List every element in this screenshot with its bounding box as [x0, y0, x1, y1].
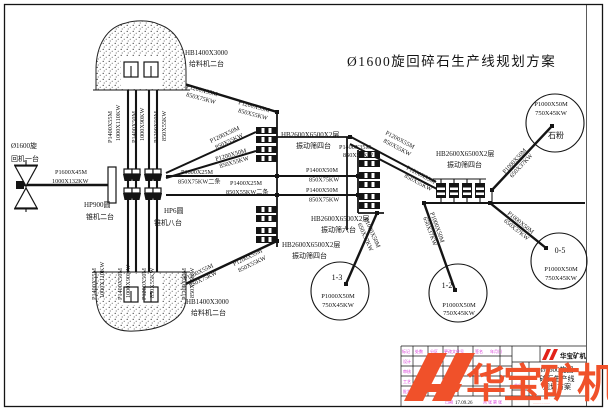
label-main-conveyor: P1600X45M — [55, 169, 87, 176]
product-circle-1-3: 1-3 P1000X50M 750X45KW — [310, 261, 370, 321]
svg-text:850X75KW二条: 850X75KW二条 — [178, 178, 221, 186]
svg-text:锥机八台: 锥机八台 — [154, 218, 182, 227]
tb-field: 分区 — [430, 348, 438, 354]
tb-field: 单位 — [514, 382, 522, 388]
product-grade: 石粉 — [548, 130, 564, 140]
svg-text:P1400X55M: P1400X55M — [91, 268, 98, 300]
product-conveyor-spec: 750X45KW — [322, 302, 355, 309]
svg-text:1000X110KW: 1000X110KW — [99, 262, 106, 298]
product-grade: 1-3 — [332, 273, 343, 282]
tb-field: 年月日 — [490, 348, 502, 354]
label-bus2: P1400X25M — [230, 180, 262, 187]
drawing-title: Ø1600旋回碎石生产线规划方案 — [347, 53, 556, 69]
screen-bank-a — [256, 127, 277, 162]
tb-fineprint: ················ — [533, 397, 550, 401]
svg-text:振动筛四台: 振动筛四台 — [292, 251, 327, 260]
product-circle-1-2: 1-2 P1000X50M 750X45KW — [428, 263, 488, 323]
label-feeder-top: HB1400X3000 — [185, 49, 228, 57]
label-screen-a: HB2600X6500X2层 — [281, 131, 339, 139]
tb-field: 日期 — [445, 399, 453, 405]
svg-text:1000X90KW: 1000X90KW — [139, 108, 146, 141]
screen-bank-d — [436, 183, 485, 198]
label-hp6: HP6圆 — [164, 207, 183, 215]
watermark: 华宝矿机 — [404, 353, 608, 406]
svg-text:振动筛四台: 振动筛四台 — [447, 160, 482, 169]
svg-text:P1400X55M: P1400X55M — [107, 111, 114, 143]
label-to-screen-c-1: P1400X50M — [306, 167, 338, 174]
svg-text:1000X132KW: 1000X132KW — [52, 178, 89, 185]
cone-crusher-bank — [107, 166, 163, 204]
product-circle-shifen: P1000X50M 750X45KW 石粉 — [525, 93, 585, 153]
svg-text:碎石生产线: 碎石生产线 — [540, 374, 575, 383]
tb-field: 批准 — [403, 388, 411, 394]
tb-field: 标记 — [402, 348, 410, 354]
tb-fineprint: ················ — [533, 402, 550, 406]
label-screen-c: HB2600X6500X2层 — [311, 215, 369, 223]
label-screen-d: HB2600X6500X2层 — [436, 150, 494, 158]
gyratory-crusher-symbol — [13, 160, 39, 212]
tb-field: 设计 — [403, 358, 411, 364]
svg-text:P1200X50M: P1200X50M — [181, 268, 188, 300]
svg-text:850X55KW: 850X55KW — [189, 268, 196, 298]
svg-text:振动筛四台: 振动筛四台 — [296, 141, 331, 150]
watermark-logo-icon — [404, 353, 475, 401]
screen-bank-c — [359, 151, 380, 209]
product-conveyor-spec: 750X45KW — [545, 275, 578, 282]
svg-text:850X55KW: 850X55KW — [161, 111, 168, 141]
product-conveyor-spec: P1000X50M — [534, 101, 568, 108]
svg-text:P1400X50M: P1400X50M — [117, 268, 124, 300]
product-grade: 1-2 — [442, 281, 453, 290]
svg-text:850X75KW: 850X75KW — [309, 197, 339, 204]
tb-field: 共 张 第 张 — [483, 399, 502, 405]
svg-text:850X55KW二条: 850X55KW二条 — [226, 188, 269, 196]
svg-text:850X75KW: 850X75KW — [309, 177, 339, 184]
vertical-conveyor-labels: P1400X55M 1000X110KW P1400X50M 1000X90KW… — [91, 105, 196, 300]
screen-bank-b — [256, 206, 277, 243]
watermark-text: 华宝矿机 — [466, 362, 608, 406]
tb-company: 华宝矿机 — [560, 351, 587, 360]
product-conveyor-spec: P1000X50M — [544, 266, 578, 273]
product-conveyor-spec: 750X45KW — [443, 310, 476, 317]
tb-drawing-name: Ø1600旋回 — [540, 365, 573, 374]
tb-field: 签名 — [475, 348, 483, 354]
tb-date: 17.09.26 — [455, 401, 473, 406]
conveyor-labels: P1600X45M 1000X132KW P1600X25M 850X75KW二… — [52, 144, 373, 204]
svg-text:给料机二台: 给料机二台 — [191, 308, 226, 317]
label-to-screen-c-2: P1400X50M — [306, 187, 338, 194]
svg-text:850X55KW: 850X55KW — [343, 152, 373, 159]
frame — [3, 3, 604, 408]
svg-text:1000X110KW: 1000X110KW — [115, 105, 122, 141]
product-conveyor-spec: 750X45KW — [535, 110, 568, 117]
svg-text:规划方案: 规划方案 — [543, 382, 571, 391]
svg-text:P1200X50M: P1200X50M — [153, 111, 160, 143]
svg-text:振动筛六台: 振动筛六台 — [321, 225, 356, 234]
svg-text:850X55KW: 850X55KW — [149, 268, 156, 298]
tb-field: 工艺 — [403, 379, 411, 384]
label-screen-b: HB2600X6500X2层 — [282, 241, 340, 249]
svg-text:锥机二台: 锥机二台 — [86, 212, 114, 221]
label-bus1: P1600X25M — [181, 169, 213, 176]
svg-text:1000X90KW: 1000X90KW — [125, 265, 132, 298]
label-c-feed: P1400X35M — [339, 144, 371, 151]
svg-text:回机一台: 回机一台 — [11, 154, 39, 163]
product-grade: 0-5 — [555, 246, 566, 255]
label-feeder-bottom: HB1400X3000 — [186, 298, 229, 306]
svg-text:给料机二台: 给料机二台 — [189, 59, 224, 68]
tb-field: 更改文件号 — [444, 348, 464, 354]
tb-field: 审核 — [403, 368, 411, 374]
svg-text:P1400X50M: P1400X50M — [131, 111, 138, 143]
svg-text:P1200X50M: P1200X50M — [141, 268, 148, 300]
tb-field: 处数 — [415, 348, 423, 354]
stockpile-top — [93, 20, 190, 91]
product-circle-0-5: 0-5 P1000X50M 750X45KW — [530, 232, 588, 290]
label-hp900: HP900圆 — [84, 201, 110, 209]
company-logo-icon — [542, 349, 558, 360]
equipment-labels: Ø1600旋 回机一台 HB1400X3000 给料机二台 HB1400X300… — [11, 49, 494, 317]
product-conveyor-spec: P1000X50M — [442, 302, 476, 309]
label-gyratory: Ø1600旋 — [11, 141, 37, 150]
product-conveyor-spec: P1000X50M — [321, 293, 355, 300]
